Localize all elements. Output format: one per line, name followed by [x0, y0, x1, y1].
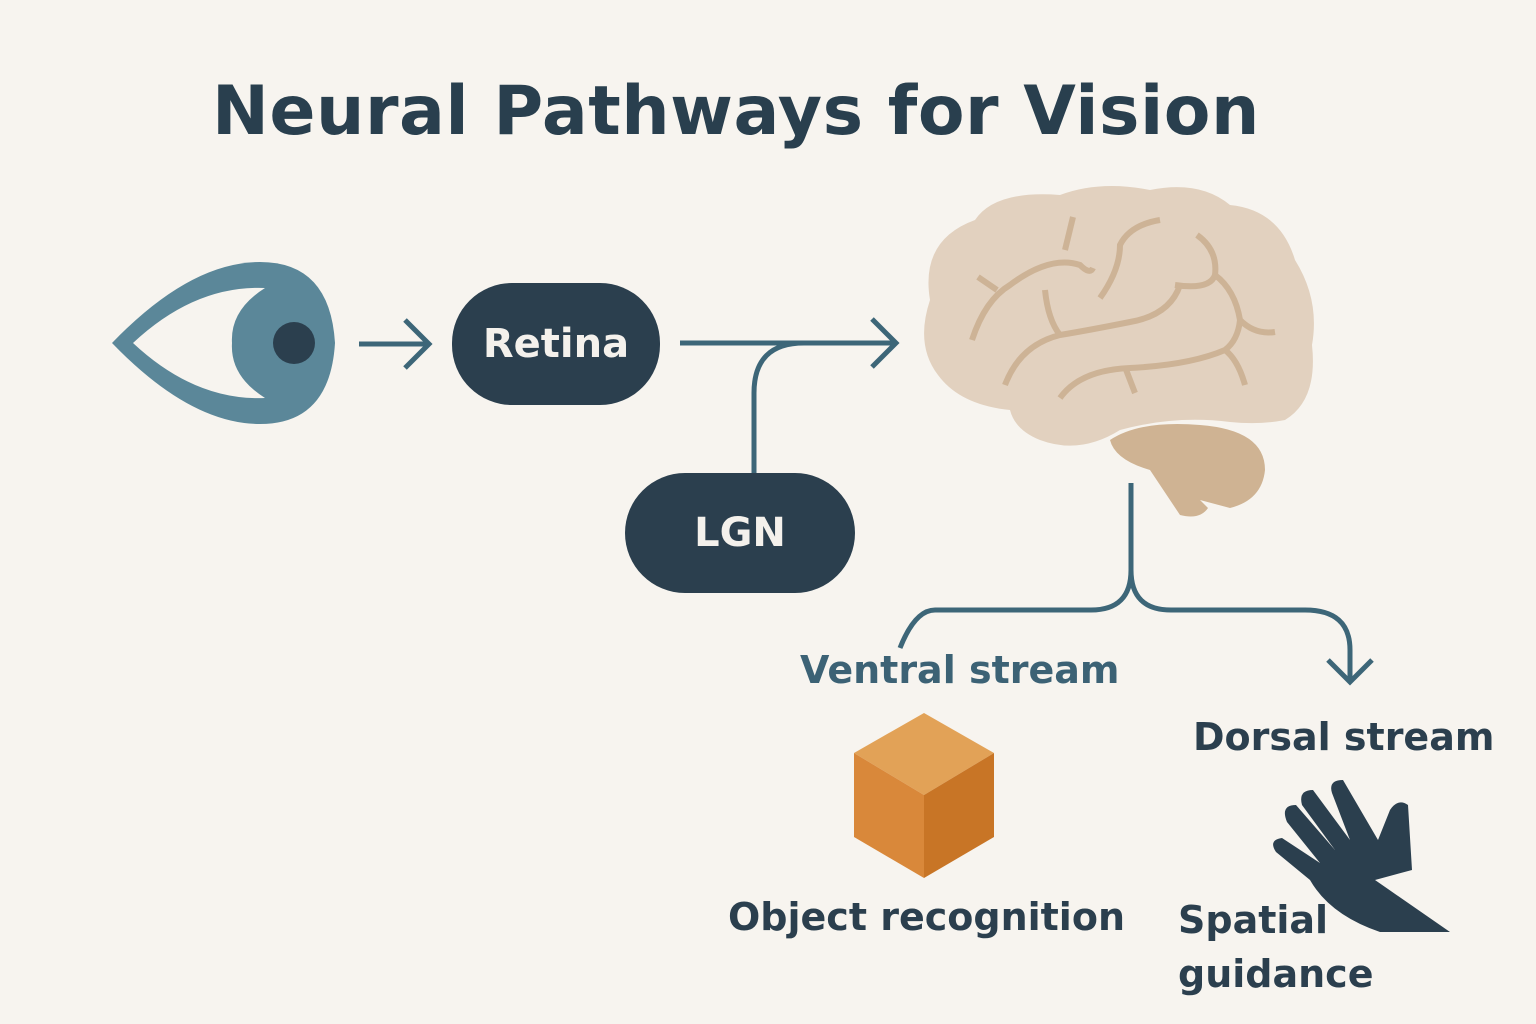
arrow-eye-to-retina — [359, 318, 433, 370]
eye-icon — [112, 262, 335, 424]
lgn-label: LGN — [694, 510, 786, 556]
ventral-stream-label: Ventral stream — [800, 648, 1120, 692]
object-recognition-label: Object recognition — [728, 895, 1125, 939]
dorsal-stream-label: Dorsal stream — [1193, 715, 1495, 759]
diagram-title: Neural Pathways for Vision — [212, 72, 1260, 151]
stream-branch-connector — [897, 483, 1374, 686]
retina-node[interactable]: Retina — [452, 283, 660, 405]
hand-icon — [1273, 780, 1450, 932]
lgn-node[interactable]: LGN — [625, 473, 855, 593]
spatial-guidance-label: Spatial guidance — [1178, 898, 1374, 996]
arrow-retina-to-brain — [680, 317, 900, 473]
brain-icon — [924, 186, 1314, 517]
cube-icon — [854, 713, 994, 878]
retina-label: Retina — [482, 321, 630, 367]
